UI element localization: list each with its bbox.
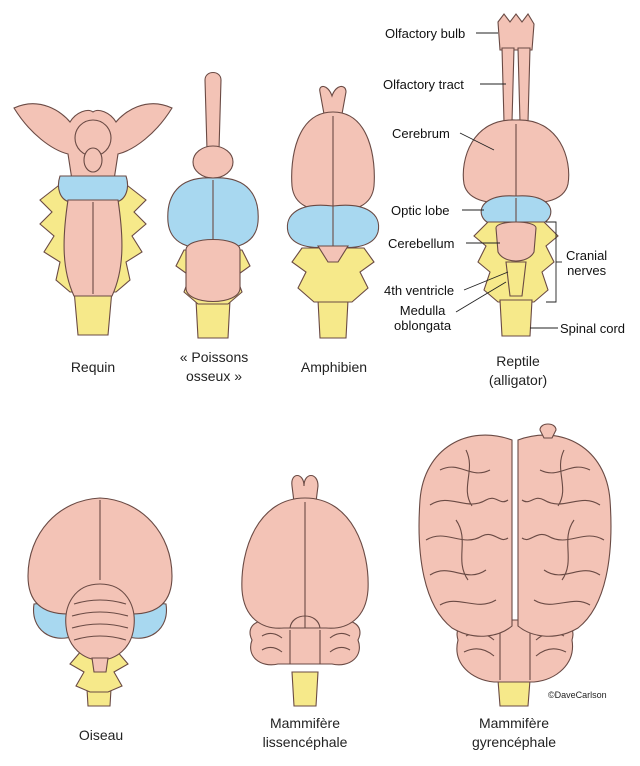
gyr-cerebrum-left: [418, 434, 513, 637]
label-medulla-line1: Medulla: [399, 303, 446, 318]
rep-medulla: [505, 261, 527, 297]
label-cerebrum: Cerebrum: [392, 126, 450, 141]
bird-medulla: [91, 657, 109, 673]
rep-spinal-cord: [499, 299, 533, 337]
caption-lisso-line1: Mammifère: [269, 715, 340, 731]
caption-amphibian: Amphibien: [300, 359, 368, 375]
label-cerebellum: Cerebellum: [388, 236, 455, 251]
bird-cerebellum: [65, 583, 135, 661]
gyr-spinal-cord: [497, 679, 531, 707]
label-cranial-line2: nerves: [567, 263, 607, 278]
rep-olfactory-bulb: [497, 13, 535, 51]
fish-spinal-cord: [195, 299, 231, 339]
liss-spinal-cord: [291, 671, 319, 707]
label-leaders: [455, 32, 562, 329]
label-cranial-nerves: Cranial nerves: [566, 248, 607, 278]
rep-cerebellum: [495, 221, 537, 262]
amph-olfactory: [319, 85, 347, 115]
caption-reptile-line1: Reptile: [496, 353, 540, 369]
caption-lissencephalic: Mammifère lissencéphale: [238, 714, 372, 752]
liss-olfactory: [291, 474, 319, 503]
gyr-gyri-left: [425, 449, 509, 606]
copyright-text: ©DaveCarlson: [548, 690, 607, 700]
caption-bony-fish: « Poissons osseux »: [168, 348, 260, 386]
caption-bony-fish-line2: osseux »: [185, 368, 243, 384]
amph-medulla: [317, 245, 349, 263]
fish-cerebellum: [185, 238, 241, 303]
shark-brain: [13, 103, 173, 336]
gyrencephalic-brain: [418, 423, 612, 707]
amph-cranial-nerves: [291, 247, 375, 303]
caption-shark: Requin: [70, 359, 116, 375]
gyr-olfactory: [539, 423, 557, 439]
label-medulla-oblongata: Medulla oblongata: [394, 303, 451, 333]
label-cranial-line1: Cranial: [566, 248, 608, 263]
caption-gyren-line1: Mammifère: [478, 715, 549, 731]
caption-reptile-line2: (alligator): [488, 372, 548, 388]
caption-reptile: Reptile (alligator): [468, 352, 568, 390]
amphibian-brain: [286, 85, 380, 339]
label-spinal-cord: Spinal cord: [560, 321, 626, 336]
caption-lisso-line2: lissencéphale: [262, 734, 348, 750]
rep-olfactory-tract: [501, 47, 531, 123]
caption-bird: Oiseau: [78, 727, 124, 743]
lissencephalic-brain: [241, 474, 369, 707]
caption-gyren-line2: gyrencéphale: [471, 734, 557, 750]
gyr-gyri-right: [521, 449, 605, 606]
label-fourth-ventricle: 4th ventricle: [384, 283, 455, 298]
label-medulla-line2: oblongata: [394, 318, 452, 333]
caption-gyrencephalic: Mammifère gyrencéphale: [446, 714, 582, 752]
label-olfactory-bulb: Olfactory bulb: [385, 26, 466, 41]
shark-pineal: [83, 147, 103, 173]
bony-fish-brain: [167, 71, 259, 339]
fish-forebrain: [192, 145, 234, 179]
shark-spinal-cord: [73, 289, 113, 336]
shark-optic-lobe: [57, 175, 129, 203]
gyr-cerebrum-right: [517, 434, 612, 637]
bird-brain: [27, 497, 173, 707]
label-olfactory-tract: Olfactory tract: [383, 77, 464, 92]
caption-bony-fish-line1: « Poissons: [179, 349, 249, 365]
amph-spinal-cord: [317, 299, 349, 339]
fish-olfactory-tract: [204, 71, 222, 151]
reptile-brain: [462, 13, 570, 337]
label-optic-lobe: Optic lobe: [391, 203, 450, 218]
